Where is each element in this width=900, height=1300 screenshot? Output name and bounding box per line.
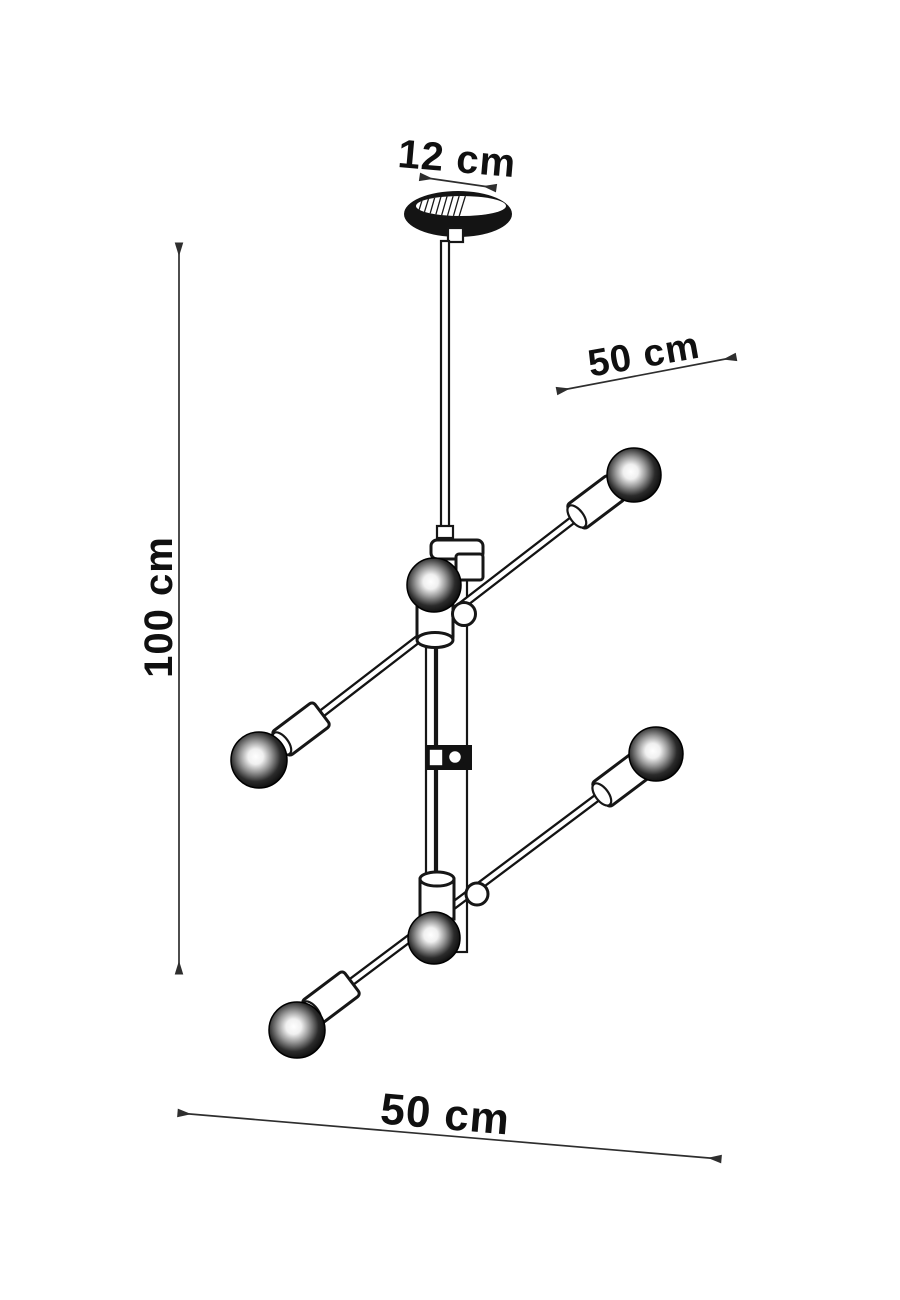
upper-ball-joint [451,601,477,627]
column-clamp [426,745,472,770]
dimension-arrow [555,352,738,396]
dimension-overall-height: 100 cm [137,242,184,975]
lower-hub [407,870,490,965]
light-bulb-center-up [406,557,462,613]
rod [439,239,451,533]
dimension-overall-width: 50 cm [177,1084,722,1164]
light-bulb-center-down [407,911,461,965]
clamp-knob [444,746,466,768]
dimension-label: 100 cm [137,536,181,678]
suspension-rod [435,226,465,540]
lower-ball-joint [464,881,490,907]
lower-hub-top [418,870,456,888]
rod-lower-connector [435,524,455,540]
dimension-label: 12 cm [396,132,518,186]
dimension-arrow [418,172,498,193]
canopy-connector [446,226,465,244]
canopy-top-face [416,196,506,216]
dimension-canopy-diameter: 12 cm [396,132,518,193]
light-bulb-lower-right [628,726,684,782]
upper-hub [406,538,485,649]
dimension-arm-length: 50 cm [555,325,738,396]
hub-cap-step [454,552,485,582]
dimension-label: 50 cm [585,325,703,386]
ceiling-canopy [404,191,512,237]
light-bulb-middle-left [230,731,288,789]
light-bulb-upper-right [606,447,662,503]
dimension-arrow [177,1108,722,1164]
light-bulb-bottom-left [268,1001,326,1059]
